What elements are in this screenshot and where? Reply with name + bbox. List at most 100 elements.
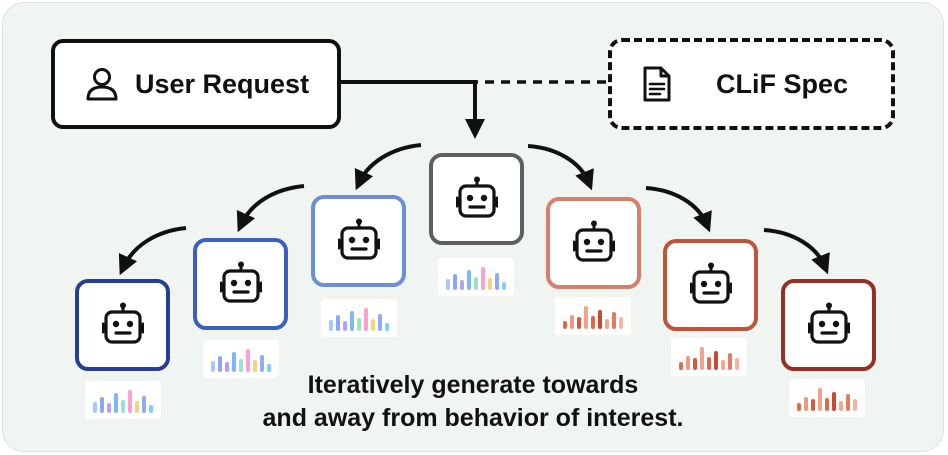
caption-line-1: Iteratively generate towards [307, 371, 639, 399]
histogram-bar [570, 315, 574, 329]
clif-spec-label: CLiF Spec [716, 68, 849, 99]
histogram-bar [495, 273, 499, 290]
histogram-bar [693, 358, 697, 370]
arrow-to-left-3 [118, 226, 187, 276]
histogram-bar [329, 320, 333, 331]
histogram-bar [225, 362, 229, 372]
histogram-bar [460, 280, 464, 290]
histogram-bar [385, 323, 389, 331]
histogram-bar [93, 402, 97, 413]
arrow-to-right-2 [645, 186, 712, 233]
histogram-bar [364, 308, 368, 331]
arrow-request-to-robot [341, 80, 485, 139]
robot-icon [337, 218, 380, 264]
robot-right-3 [781, 279, 876, 371]
histogram-bar [218, 356, 222, 372]
histogram-bar [735, 358, 739, 370]
robot-right-2 [663, 239, 758, 331]
robot-right-1-histogram [555, 297, 631, 335]
user-request-label: User Request [135, 68, 310, 99]
histogram-bar [839, 401, 843, 411]
histogram-bar [853, 399, 857, 411]
robot-right-2-histogram [671, 338, 747, 376]
histogram-bar [714, 351, 718, 370]
caption-line-2: and away from behavior of interest. [262, 404, 684, 432]
histogram-bar [679, 362, 683, 370]
robot-icon [807, 302, 850, 348]
histogram-bar [700, 347, 704, 370]
histogram-bar [128, 390, 132, 413]
histogram-bar [825, 398, 829, 411]
histogram-bar [818, 388, 822, 411]
histogram-bar [378, 314, 382, 331]
histogram-bar [253, 360, 257, 372]
robot-left-3 [75, 279, 170, 371]
robot-left-2-histogram [203, 340, 279, 378]
histogram-bar [260, 355, 264, 372]
histogram-bar [453, 274, 457, 290]
arrow-to-left-2 [236, 184, 305, 233]
robot-left-3-histogram [85, 381, 161, 419]
histogram-bar [267, 364, 271, 372]
robot-icon [572, 220, 615, 266]
robot-neutral [429, 153, 524, 245]
histogram-bar [114, 393, 118, 413]
robot-left-2 [193, 238, 288, 330]
histogram-bar [832, 392, 836, 411]
histogram-bar [481, 267, 485, 290]
connector-layer [118, 80, 830, 276]
histogram-bar [488, 278, 492, 290]
robot-icon [455, 176, 498, 222]
arrow-to-left-1 [354, 143, 422, 191]
histogram-bar [584, 306, 588, 329]
histogram-bar [135, 401, 139, 413]
histogram-bar [357, 318, 361, 331]
robot-icon [219, 261, 262, 307]
arrow-to-right-1 [527, 144, 594, 191]
clif-spec-box: CLiF Spec [608, 38, 895, 130]
robot-icon [101, 302, 144, 348]
histogram-bar [811, 399, 815, 411]
histogram-bar [107, 403, 111, 413]
histogram-bar [100, 397, 104, 413]
histogram-bar [612, 312, 616, 329]
robot-neutral-histogram [438, 258, 514, 296]
histogram-bar [121, 400, 125, 413]
robot-right-3-histogram [789, 379, 865, 417]
histogram-bar [232, 352, 236, 372]
histogram-bar [467, 270, 471, 290]
histogram-bar [619, 317, 623, 329]
histogram-bar [149, 405, 153, 413]
histogram-bar [343, 321, 347, 331]
histogram-bar [350, 311, 354, 331]
histogram-bar [239, 359, 243, 372]
histogram-bar [605, 319, 609, 329]
user-request-box: User Request [51, 39, 341, 129]
robot-icon [689, 262, 732, 308]
histogram-bar [211, 361, 215, 372]
histogram-bar [577, 317, 581, 329]
histogram-bar [846, 394, 850, 411]
histogram-bar [707, 357, 711, 370]
histogram-bar [598, 310, 602, 329]
caption: Iteratively generate towards and away fr… [183, 369, 763, 435]
robot-left-1-histogram [321, 299, 397, 337]
histogram-bar [446, 279, 450, 290]
histogram-bar [728, 353, 732, 370]
histogram-bar [804, 397, 808, 411]
histogram-bar [502, 282, 506, 290]
histogram-bar [563, 321, 567, 329]
histogram-bar [371, 319, 375, 331]
arrow-to-right-3 [763, 228, 830, 275]
histogram-bar [474, 277, 478, 290]
histogram-bar [246, 349, 250, 372]
robot-left-1 [311, 195, 406, 287]
histogram-bar [797, 403, 801, 411]
histogram-bar [686, 356, 690, 370]
histogram-bar [721, 360, 725, 370]
document-icon [642, 65, 672, 103]
robot-right-1 [546, 197, 641, 289]
histogram-bar [591, 316, 595, 329]
user-icon [85, 66, 119, 102]
